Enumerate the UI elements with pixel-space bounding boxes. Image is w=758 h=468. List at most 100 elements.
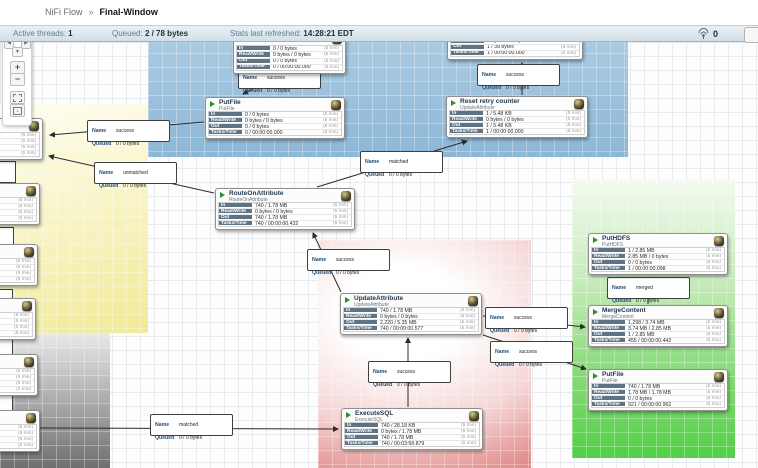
stat-row-value: 921 / 00:00:00.962 bbox=[628, 402, 672, 407]
processor-title: PutFile bbox=[602, 371, 624, 378]
stat-row-window: (5 min) bbox=[14, 319, 29, 324]
stat-row: Tasks/Time(5 min) bbox=[0, 216, 36, 221]
processor-partial-left-3[interactable]: In(5 min)Read/Write(5 min)Out(5 min)Task… bbox=[0, 244, 38, 286]
stat-row: Read/Write(5 min) bbox=[0, 265, 34, 271]
processor-partial-left-6[interactable]: In(5 min)Read/Write(5 min)Out(5 min)Task… bbox=[0, 410, 40, 452]
processor-partial-left-4[interactable]: In(5 min)Read/Write(5 min)Out(5 min)Task… bbox=[0, 298, 36, 340]
stat-row-label: Read/Write bbox=[209, 118, 242, 123]
stat-row-window: (5 min) bbox=[324, 46, 339, 52]
zoom-fit-button[interactable] bbox=[10, 91, 25, 104]
antenna-icon bbox=[698, 28, 709, 39]
processor-header bbox=[234, 42, 345, 44]
stat-row-value: 2.85 MB / 0 bytes bbox=[628, 254, 669, 260]
stat-row-label: Tasks/Time bbox=[209, 130, 242, 135]
stat-row-window: (5 min) bbox=[333, 203, 348, 208]
stat-row-window: (5 min) bbox=[323, 112, 338, 117]
stat-row-label: Read/Write bbox=[592, 326, 625, 331]
stat-row-window: (5 min) bbox=[706, 390, 721, 395]
stat-row-label: Read/Write bbox=[592, 390, 625, 395]
processor-badge-icon bbox=[22, 301, 32, 311]
stat-row-window: (5 min) bbox=[18, 210, 33, 215]
stat-row-window: (5 min) bbox=[561, 44, 576, 50]
stat-row-window: (5 min) bbox=[561, 50, 576, 56]
stat-row: Out(5 min) bbox=[0, 210, 36, 216]
processor-badge-icon bbox=[714, 308, 724, 318]
processor-partial-left-2[interactable]: In(5 min)Read/Write(5 min)Out(5 min)Task… bbox=[0, 183, 40, 225]
processor-badge-icon bbox=[26, 413, 36, 423]
stat-row-window: (5 min) bbox=[323, 118, 338, 123]
running-state-icon bbox=[593, 309, 598, 315]
stat-row-window: (5 min) bbox=[324, 64, 339, 70]
stat-row-window: (5 min) bbox=[461, 429, 476, 434]
stat-row-value: 0 / 0 bytes bbox=[273, 58, 297, 65]
stat-row-value: 3.74 MB / 2.85 MB bbox=[628, 326, 671, 332]
connection-label-partial-0[interactable] bbox=[0, 161, 16, 183]
stat-row-window: (5 min) bbox=[16, 277, 31, 282]
stat-row: In(5 min) bbox=[0, 133, 39, 139]
stat-row: Read/Write(5 min) bbox=[0, 319, 32, 325]
processor-badge-icon bbox=[469, 411, 479, 421]
stat-row-window: (5 min) bbox=[333, 221, 348, 226]
breadcrumb-root-link[interactable]: NiFi Flow bbox=[45, 7, 83, 17]
processor-partial-left-5[interactable]: In(5 min)Read/Write(5 min)Out(5 min)Task… bbox=[0, 354, 38, 396]
stat-row: Out(5 min) bbox=[0, 437, 36, 443]
stat-row: Tasks/Time(5 min) bbox=[0, 331, 32, 336]
bulletin-indicator[interactable]: 0 bbox=[697, 28, 718, 39]
page-header: NiFi Flow»Final-Window bbox=[0, 0, 758, 25]
stat-row-window: (5 min) bbox=[706, 248, 721, 253]
zoom-actual-button[interactable]: 1 bbox=[10, 104, 25, 117]
processor-title: ExecuteSQL bbox=[355, 410, 394, 417]
last-refreshed-stat: Stats last refreshed: 14:28:21 EDT bbox=[230, 29, 354, 38]
stat-row-label: Out bbox=[451, 44, 484, 50]
stat-row-window: (5 min) bbox=[706, 384, 721, 389]
zoom-out-button[interactable]: − bbox=[10, 73, 25, 86]
stat-row: Out(5 min) bbox=[0, 325, 32, 331]
stat-row: Read/Write(5 min) bbox=[0, 139, 39, 145]
stat-row-label: Tasks/Time bbox=[592, 266, 625, 271]
running-state-icon bbox=[451, 100, 456, 106]
processor-header bbox=[0, 184, 39, 196]
stat-row-window: (5 min) bbox=[21, 145, 36, 150]
pan-down-button[interactable]: ▼ bbox=[12, 47, 23, 57]
stat-row-value: 1 / 2.85 MB bbox=[628, 248, 655, 254]
stat-row-label: Out bbox=[209, 124, 242, 129]
processor-badge-icon bbox=[468, 296, 478, 306]
stat-row-label: Read/Write bbox=[344, 314, 377, 319]
refresh-button-partial[interactable] bbox=[744, 27, 758, 43]
stat-row-window: (5 min) bbox=[16, 271, 31, 276]
stat-row-label: Out bbox=[219, 215, 252, 220]
